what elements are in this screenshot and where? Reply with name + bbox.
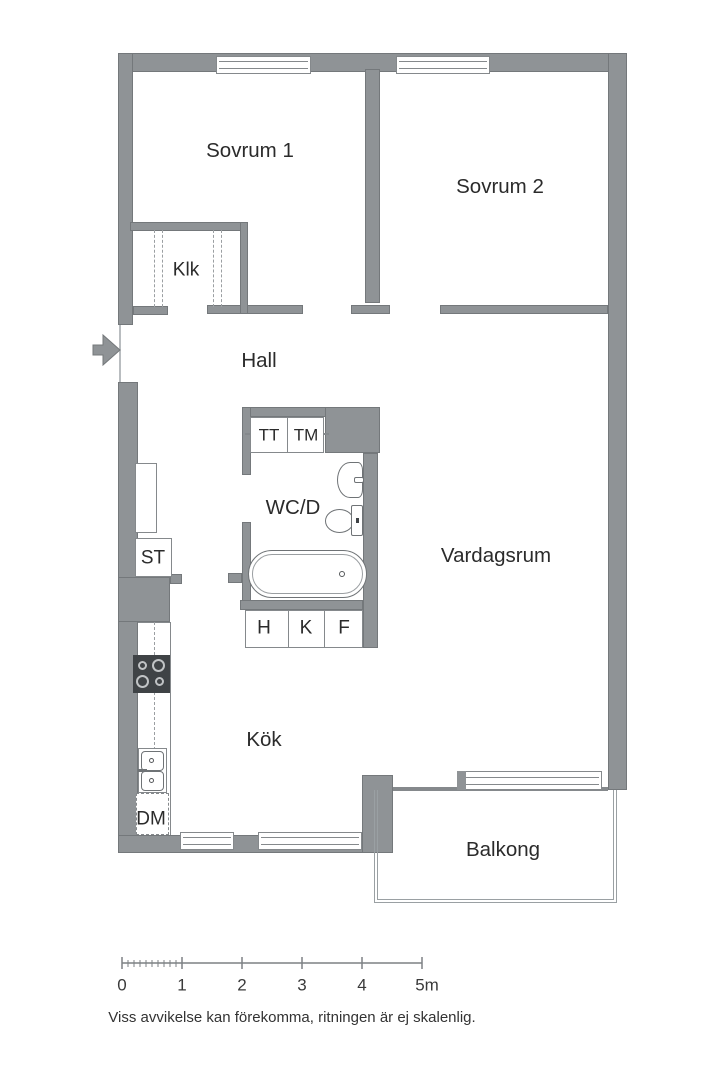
scale-tick-label-3: 3 — [297, 975, 307, 995]
toilet-flush-button — [356, 518, 359, 523]
tt-side-tick — [245, 433, 251, 435]
appliance-label-st: ST — [140, 547, 166, 569]
cabinet-h-box — [245, 610, 289, 648]
bathtub-inner — [252, 554, 363, 594]
cabinet-f-box — [324, 610, 363, 648]
wall-right — [608, 53, 627, 790]
kitchen-counter-centerline — [154, 622, 155, 835]
appliance-label-tt: TT — [258, 425, 280, 445]
wall-wc-bottom — [240, 600, 363, 610]
wall-wc-topright-chunk — [325, 407, 380, 453]
balcony-door-post — [457, 771, 466, 790]
window-glass — [460, 776, 599, 785]
dishwasher-dm-box — [136, 793, 169, 835]
wall-kitchen-stub — [170, 574, 182, 584]
disclaimer-text: Viss avvikelse kan förekomma, ritningen … — [108, 1009, 476, 1026]
appliance-label-dm: DM — [136, 808, 166, 830]
balcony-outline — [374, 790, 617, 903]
appliance-label-tm: TM — [293, 425, 319, 445]
room-label-kok: Kök — [246, 727, 282, 751]
wall-wc-left-stub — [228, 573, 242, 583]
klk-wardrobe-line — [221, 230, 222, 307]
room-label-vardagsrum: Vardagsrum — [440, 543, 552, 567]
wall-klk-left-foot — [133, 306, 168, 315]
wc-sink-tap — [354, 477, 364, 483]
cleaning-closet-st-box — [135, 538, 172, 577]
cabinet-k-box — [288, 610, 325, 648]
tm-side-tick — [323, 433, 329, 435]
bathtub-drain — [339, 571, 345, 577]
scale-tick-label-5m: 5m — [415, 975, 439, 995]
sink-basin — [141, 771, 164, 791]
room-label-sovrum1: Sovrum 1 — [206, 138, 294, 162]
klk-wardrobe-line — [213, 230, 214, 307]
stove-burner — [136, 675, 149, 688]
appliance-tm-box — [287, 417, 324, 453]
room-label-hall: Hall — [241, 348, 277, 372]
balcony-door-window — [457, 771, 602, 790]
room-label-wcd: WC/D — [265, 495, 321, 519]
balcony-outline-inner — [377, 790, 614, 900]
kitchen-shaft — [135, 463, 157, 533]
cabinet-label-k: K — [299, 617, 313, 639]
kitchen-sink — [138, 748, 167, 793]
window-kitchen-2 — [258, 832, 362, 850]
wall-sovrum2-bottom — [440, 305, 608, 314]
cabinet-label-h: H — [257, 617, 271, 639]
wall-bedroom-divider-foot — [351, 305, 390, 314]
scale-tick-label-0: 0 — [117, 975, 127, 995]
window-sovrum1 — [216, 56, 311, 74]
window-glass — [399, 61, 487, 69]
toilet-bowl — [325, 509, 354, 533]
wall-hall-top-mid — [207, 305, 303, 314]
scale-tick-label-4: 4 — [357, 975, 367, 995]
sink-drain — [149, 758, 154, 763]
window-glass — [261, 837, 359, 845]
room-label-sovrum2: Sovrum 2 — [456, 174, 544, 198]
stove — [133, 655, 170, 693]
klk-wardrobe-line — [154, 230, 155, 307]
bathtub — [248, 550, 367, 598]
wall-klk-right — [240, 222, 248, 314]
stove-burner — [138, 661, 147, 670]
sink-basin — [141, 751, 164, 771]
klk-wardrobe-line — [162, 230, 163, 307]
entry-door-line — [119, 325, 121, 382]
room-label-klk: Klk — [172, 259, 200, 281]
wall-wc-left-upper — [242, 407, 251, 475]
wall-wc-right — [363, 453, 378, 648]
room-label-balkong: Balkong — [465, 837, 541, 861]
wall-wc-top — [242, 407, 380, 417]
stove-burner — [155, 677, 164, 686]
scale-tick-label-2: 2 — [237, 975, 247, 995]
wall-wc-left-lower — [242, 522, 251, 610]
stove-burner — [152, 659, 165, 672]
cabinet-label-f: F — [338, 617, 350, 639]
window-glass — [183, 837, 231, 845]
wall-klk-top — [130, 222, 248, 231]
wall-bedroom-divider — [365, 69, 380, 303]
sink-faucet — [138, 769, 147, 772]
wall-kitchen-chunk — [118, 577, 170, 622]
window-sovrum2 — [396, 56, 490, 74]
wall-left-upper — [118, 53, 133, 325]
scale-tick-label-1: 1 — [177, 975, 187, 995]
window-glass — [219, 61, 308, 69]
window-kitchen-1 — [180, 832, 234, 850]
sink-drain — [149, 778, 154, 783]
